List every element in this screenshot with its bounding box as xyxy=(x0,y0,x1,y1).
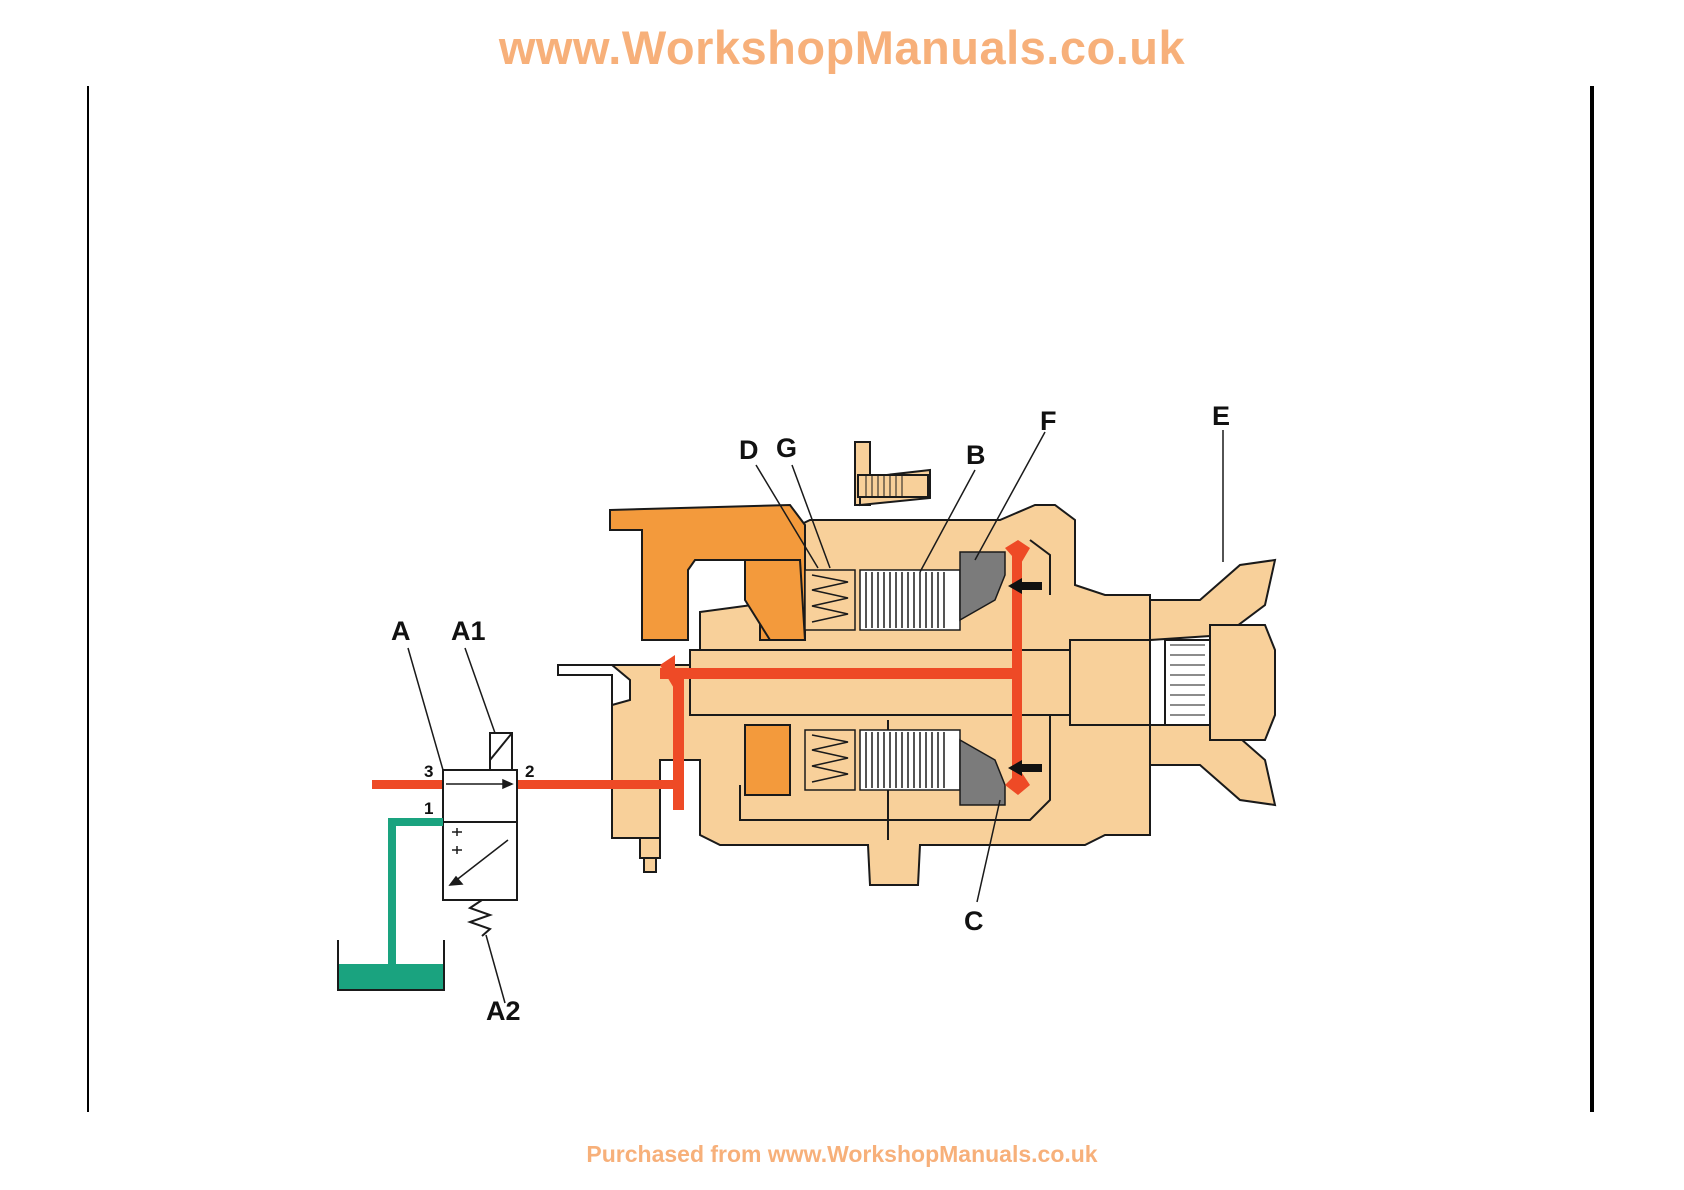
port-3-label: 3 xyxy=(424,762,433,781)
callout-a2: A2 xyxy=(486,996,521,1026)
reservoir-tank-icon xyxy=(338,818,444,990)
solenoid-symbol-icon xyxy=(490,733,512,770)
callout-b: B xyxy=(966,440,986,470)
footer-watermark: Purchased from www.WorkshopManuals.co.uk xyxy=(0,1141,1684,1168)
callout-e: E xyxy=(1212,401,1230,431)
clutch-pack-lower xyxy=(805,730,960,790)
output-yoke xyxy=(1150,560,1275,805)
clutch-pack-upper xyxy=(805,570,960,630)
port-1-label: 1 xyxy=(424,799,433,818)
callout-g: G xyxy=(776,433,797,463)
port-2-label: 2 xyxy=(525,762,534,781)
callout-c: C xyxy=(964,906,984,936)
return-spring-symbol-icon xyxy=(470,900,490,936)
output-shaft xyxy=(690,640,1150,725)
callout-a: A xyxy=(391,616,411,646)
callout-f: F xyxy=(1040,406,1057,436)
callout-a1: A1 xyxy=(451,616,486,646)
callout-d: D xyxy=(739,435,759,465)
